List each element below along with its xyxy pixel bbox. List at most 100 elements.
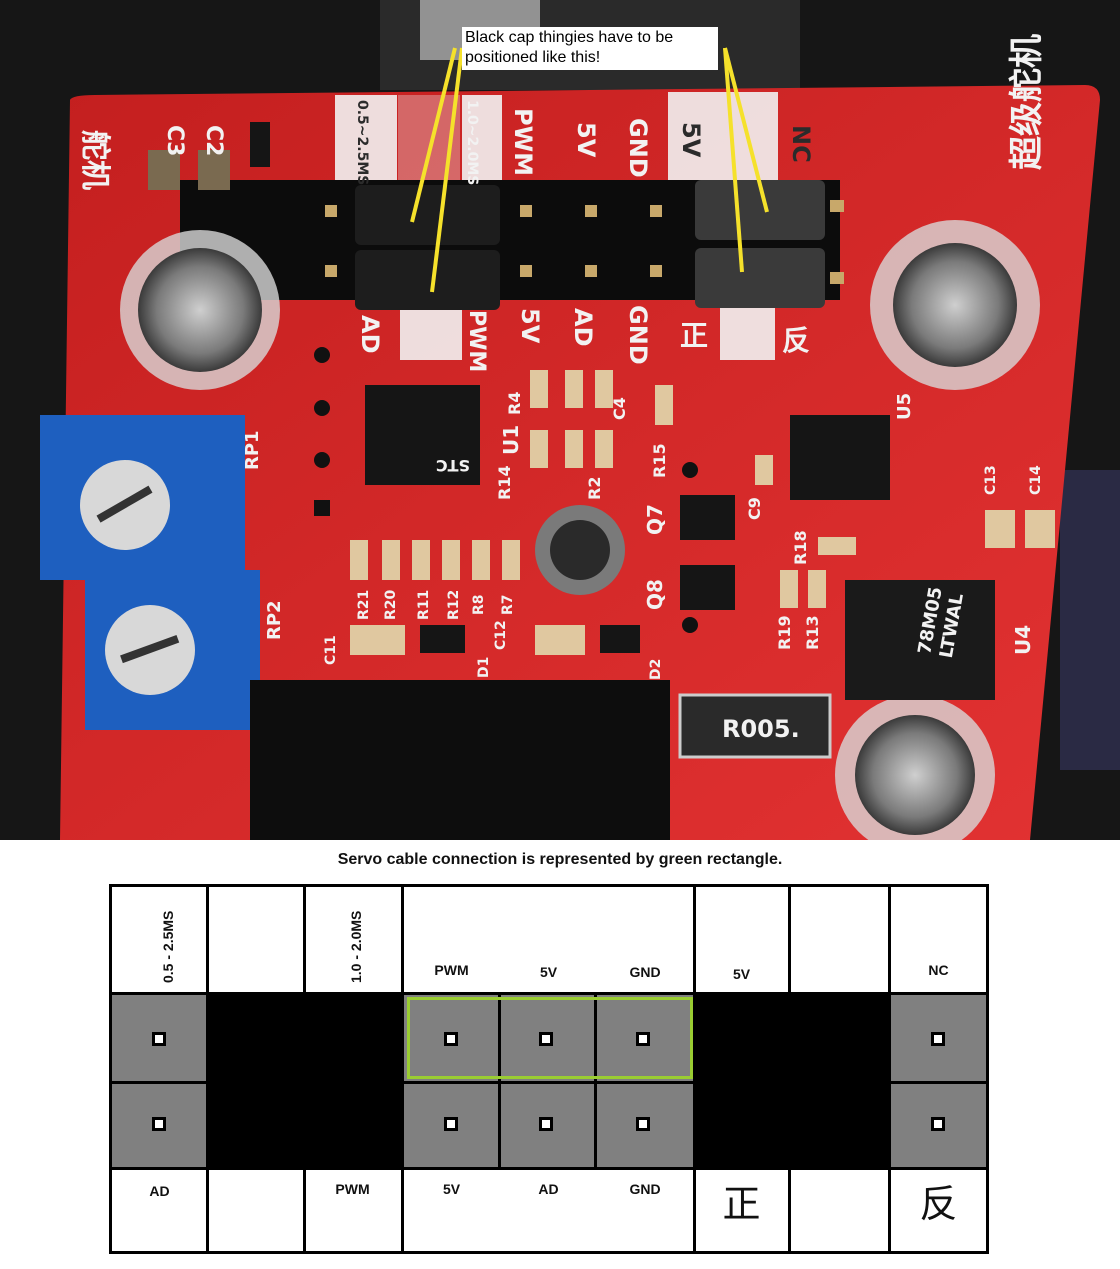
jumper-cap xyxy=(695,180,825,240)
label-r8: R8 xyxy=(471,594,487,615)
label-gnd-bottom: GND xyxy=(624,305,652,365)
label-ad-bottom2: AD xyxy=(569,308,597,347)
label-c12: C12 xyxy=(493,620,509,650)
voltage-regulator xyxy=(845,580,995,700)
col-divider-2 xyxy=(303,887,306,1251)
heatsink xyxy=(250,680,670,840)
pin-r1-gnd xyxy=(636,1032,650,1046)
pin-r2-gnd xyxy=(636,1117,650,1131)
label-0.5-2.5ms: 0.5 - 2.5MS xyxy=(160,910,176,983)
u5-ic xyxy=(790,415,890,500)
row-divider-middle xyxy=(112,1081,986,1084)
label-c4: C4 xyxy=(610,397,629,420)
col-divider-7 xyxy=(788,887,791,1251)
label-c2: C2 xyxy=(201,125,226,156)
label-c3: C3 xyxy=(162,125,187,156)
label-pwm-top: PWM xyxy=(509,108,537,176)
label-u5: U5 xyxy=(894,393,915,420)
label-gnd-top: GND xyxy=(629,964,661,980)
label-q8: Q8 xyxy=(643,579,667,610)
shunt-resistor xyxy=(678,693,832,759)
label-nc-top: NC xyxy=(928,962,949,978)
label-pwm-top: PWM xyxy=(434,962,469,978)
label-rp2: RP2 xyxy=(264,600,285,640)
row-divider-top xyxy=(112,992,986,995)
main-ic xyxy=(365,385,480,485)
label-gnd-top: GND xyxy=(624,118,652,178)
col-divider-8 xyxy=(888,887,891,1251)
board-photo: C3 C2 0.5~2.5MS 1.0~2.0MS PWM 5V GND 5V … xyxy=(0,0,1120,840)
pin-r2-5v xyxy=(444,1117,458,1131)
col-divider-1 xyxy=(206,887,209,1251)
pin-r2-c1 xyxy=(152,1117,166,1131)
label-r14: R14 xyxy=(495,465,514,500)
label-zheng-board: 正 xyxy=(680,319,708,352)
label-5v-top2: 5V xyxy=(677,122,705,158)
col-divider-5 xyxy=(594,995,597,1169)
label-ad-bottom-center: AD xyxy=(538,1181,559,1197)
screw xyxy=(138,248,262,372)
col-divider-3 xyxy=(401,887,404,1251)
pin-r1-nc xyxy=(931,1032,945,1046)
label-r15: R15 xyxy=(650,443,669,478)
pin-r1-c1 xyxy=(152,1032,166,1046)
label-r4: R4 xyxy=(505,392,524,415)
board-name-left: 舵机 xyxy=(77,130,112,190)
label-5v-top-right: 5V xyxy=(732,966,751,982)
label-r11: R11 xyxy=(416,590,432,620)
label-5v-top: 5V xyxy=(539,964,558,980)
pin-r2-fan xyxy=(931,1117,945,1131)
ic-marking: STC xyxy=(436,456,470,475)
label-1.0-2.0ms: 1.0 - 2.0MS xyxy=(348,910,364,983)
label-d2: D2 xyxy=(648,659,664,680)
label-r13: R13 xyxy=(803,615,822,650)
label-5v-bottom: 5V xyxy=(442,1181,461,1197)
label-c9: C9 xyxy=(745,497,764,520)
label-5v-top: 5V xyxy=(572,122,600,158)
label-fan-board: 反 xyxy=(782,324,810,357)
label-ad-bottom: AD xyxy=(149,1183,170,1199)
board-illustration: C3 C2 0.5~2.5MS 1.0~2.0MS PWM 5V GND 5V … xyxy=(40,0,1120,840)
screw xyxy=(855,715,975,835)
label-gnd-bottom: GND xyxy=(629,1181,661,1197)
label-nc-top: NC xyxy=(787,125,815,163)
board-name-right: 超级舵机 xyxy=(1007,34,1047,170)
label-fan: 反 xyxy=(919,1182,958,1226)
label-pwm-bottom: PWM xyxy=(464,310,489,372)
label-c13: C13 xyxy=(983,465,999,495)
label-c11: C11 xyxy=(323,635,339,665)
label-r20: R20 xyxy=(383,589,399,620)
pin-r1-pwm xyxy=(444,1032,458,1046)
label-r12: R12 xyxy=(446,590,462,620)
annotation-lines xyxy=(410,47,769,293)
jumper-cap xyxy=(695,248,825,308)
col-divider-4 xyxy=(498,995,501,1169)
label-pwm-bottom: PWM xyxy=(335,1181,370,1197)
label-10-20ms: 1.0~2.0MS xyxy=(464,100,480,185)
pin-r2-ad xyxy=(539,1117,553,1131)
servo-connection-highlight xyxy=(407,997,693,1079)
shunt-marking: R005. xyxy=(722,715,800,743)
label-r7: R7 xyxy=(500,594,516,615)
label-r2: R2 xyxy=(585,477,604,500)
annotation-callout: Black cap thingies have to be positioned… xyxy=(462,27,718,70)
diagram-caption: Servo cable connection is represented by… xyxy=(337,851,783,868)
col-divider-6 xyxy=(693,887,696,1251)
label-5v-bottom: 5V xyxy=(516,308,544,344)
label-ad-bottom: AD xyxy=(356,315,384,354)
label-d1: D1 xyxy=(476,657,492,678)
pin-r1-5v xyxy=(539,1032,553,1046)
pin-diagram: 0.5 - 2.5MS 1.0 - 2.0MS PWM 5V GND 5V NC… xyxy=(109,884,989,1254)
label-zheng: 正 xyxy=(722,1182,761,1226)
label-r21: R21 xyxy=(356,590,372,620)
label-c14: C14 xyxy=(1028,465,1044,495)
label-u4: U4 xyxy=(1011,625,1035,655)
label-r18: R18 xyxy=(791,530,810,565)
row-divider-bottom xyxy=(112,1167,986,1170)
label-q7: Q7 xyxy=(643,504,667,535)
label-05-25ms: 0.5~2.5MS xyxy=(354,100,370,185)
label-u1: U1 xyxy=(499,425,523,455)
label-rp1: RP1 xyxy=(242,430,263,470)
label-r19: R19 xyxy=(775,615,794,650)
screw xyxy=(893,243,1017,367)
